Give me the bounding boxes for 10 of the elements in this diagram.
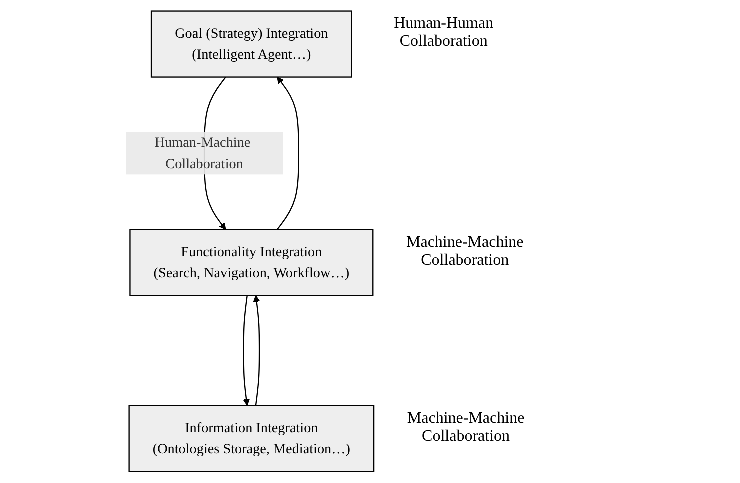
side-note: Human-Human Collaboration bbox=[393, 15, 495, 52]
arrow bbox=[276, 76, 300, 230]
node-box: Information Integration (Ontologies Storage, Mediation…) bbox=[128, 405, 375, 472]
side-note: Machine-Machine Collaboration bbox=[405, 234, 525, 270]
arrow bbox=[243, 296, 250, 406]
node-box: Goal (Strategy) Integration (Intelligent Agent…) bbox=[150, 10, 352, 78]
node-box: Functionality Integration (Search, Navigation, Workflow…) bbox=[130, 229, 374, 296]
edge-label: Human-Machine Collaboration bbox=[154, 134, 251, 172]
arrow bbox=[253, 295, 260, 406]
side-note: Machine-Machine Collaboration bbox=[406, 410, 526, 446]
